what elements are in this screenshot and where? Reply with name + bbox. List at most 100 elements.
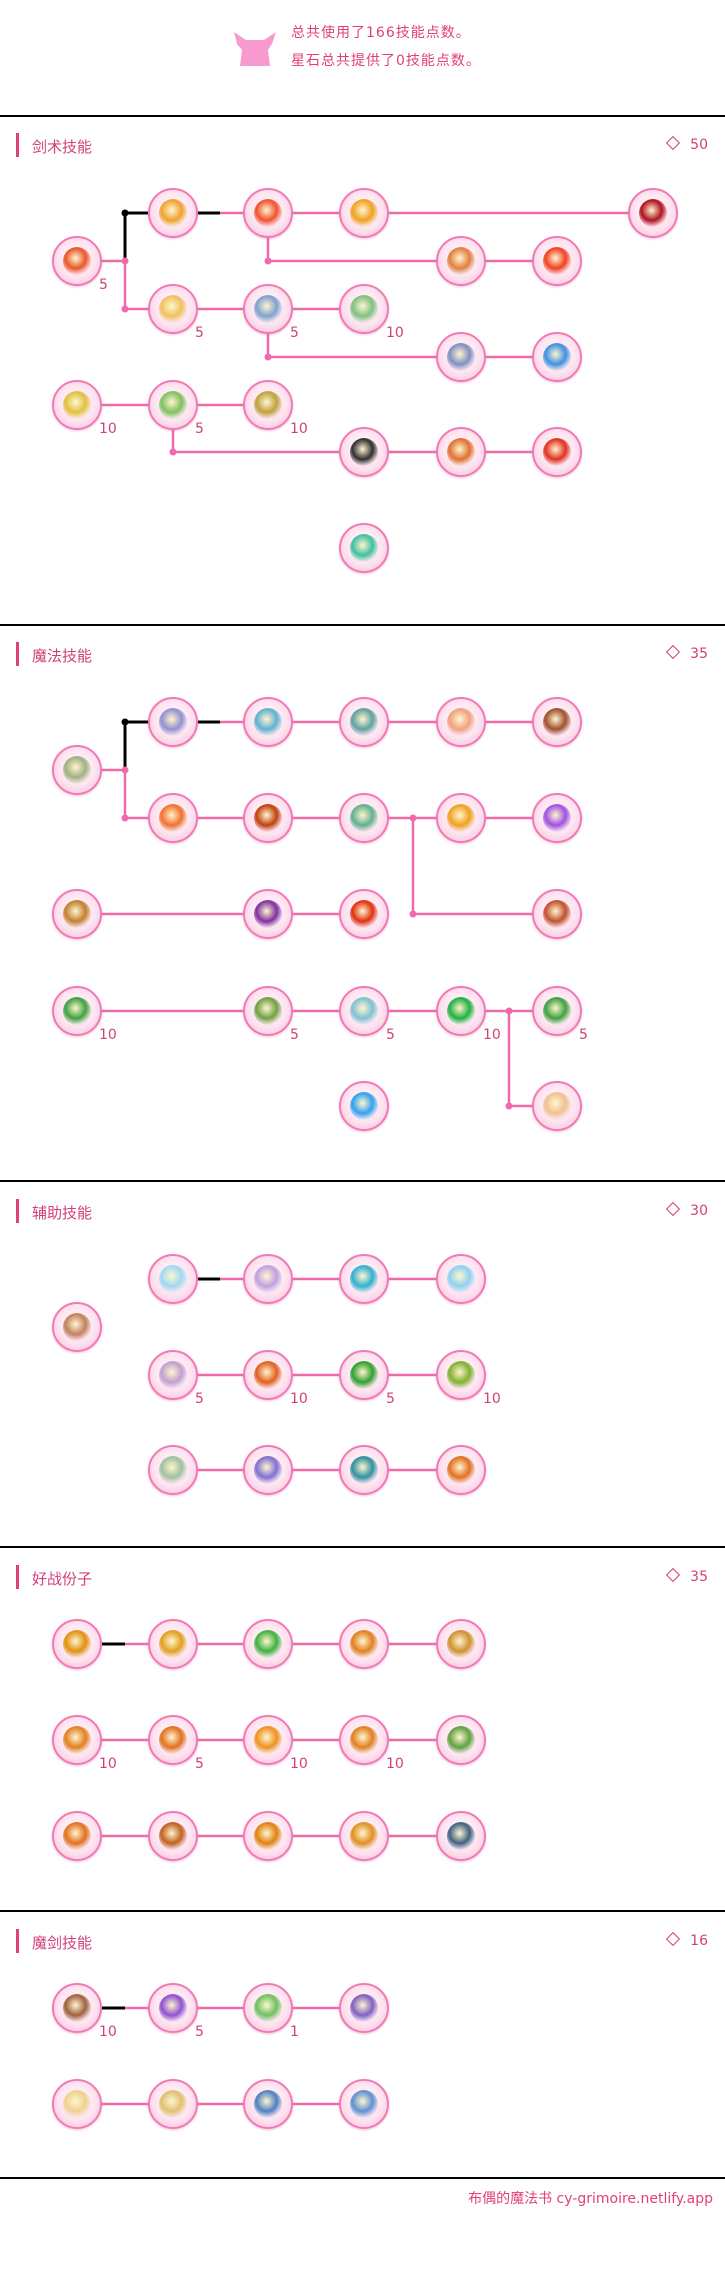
connector-junction — [121, 209, 129, 217]
skill-node[interactable] — [339, 697, 389, 747]
skill-node[interactable] — [532, 697, 582, 747]
skill-node[interactable] — [339, 284, 389, 334]
skill-node[interactable] — [243, 889, 293, 939]
section-title: 好战份子 — [32, 1570, 93, 1588]
skill-node[interactable] — [436, 1811, 486, 1861]
section-points-value: 35 — [690, 646, 708, 662]
connector-junction — [264, 257, 272, 265]
skill-node[interactable] — [339, 427, 389, 477]
skill-node[interactable] — [148, 1254, 198, 1304]
skill-node[interactable] — [243, 793, 293, 843]
skill-node[interactable] — [436, 793, 486, 843]
skill-level: 10 — [99, 1756, 117, 1772]
skill-node[interactable] — [436, 427, 486, 477]
skill-node[interactable] — [148, 1619, 198, 1669]
skill-node[interactable] — [339, 1350, 389, 1400]
gold-sword-burst-icon — [254, 391, 282, 419]
skill-node[interactable] — [532, 427, 582, 477]
sparkle-bubble-icon — [159, 1265, 187, 1293]
skill-node[interactable] — [436, 1254, 486, 1304]
skill-node[interactable] — [243, 1811, 293, 1861]
skill-node[interactable] — [628, 188, 678, 238]
warrior-figures-icon — [447, 1822, 475, 1850]
skill-node[interactable] — [148, 380, 198, 430]
skill-node[interactable] — [148, 284, 198, 334]
skill-node[interactable] — [243, 1619, 293, 1669]
gold-blade-icon — [159, 1726, 187, 1754]
skill-node[interactable] — [339, 1445, 389, 1495]
skill-node[interactable] — [339, 1715, 389, 1765]
skill-node[interactable] — [148, 1715, 198, 1765]
fire-crystals-icon — [254, 1361, 282, 1389]
arc-strike-icon — [447, 343, 475, 371]
skill-node[interactable] — [243, 986, 293, 1036]
skill-node[interactable] — [243, 284, 293, 334]
skill-node[interactable] — [532, 1081, 582, 1131]
skill-node[interactable] — [339, 523, 389, 573]
skill-node[interactable] — [148, 697, 198, 747]
skill-level: 5 — [99, 277, 108, 293]
skill-node[interactable] — [52, 1619, 102, 1669]
skill-node[interactable] — [436, 1445, 486, 1495]
skill-node[interactable] — [339, 1811, 389, 1861]
skill-node[interactable] — [243, 2079, 293, 2129]
skill-node[interactable] — [52, 745, 102, 795]
section-accent-bar — [16, 1199, 19, 1223]
skill-node[interactable] — [436, 236, 486, 286]
skill-node[interactable] — [52, 1302, 102, 1352]
diamond-icon — [666, 1567, 681, 1583]
skill-node[interactable] — [148, 1445, 198, 1495]
skill-node[interactable] — [436, 1715, 486, 1765]
footer-credit[interactable]: 布偶的魔法书 cy-grimoire.netlify.app — [468, 2191, 713, 2207]
skill-node[interactable] — [148, 1983, 198, 2033]
ice-sparkle-icon — [447, 1265, 475, 1293]
skill-node[interactable] — [52, 986, 102, 1036]
skill-node[interactable] — [532, 793, 582, 843]
skill-node[interactable] — [243, 380, 293, 430]
skill-node[interactable] — [339, 1983, 389, 2033]
skill-node[interactable] — [243, 1983, 293, 2033]
skill-node[interactable] — [339, 793, 389, 843]
skill-node[interactable] — [339, 889, 389, 939]
connector-junction — [264, 353, 272, 361]
skill-node[interactable] — [148, 1811, 198, 1861]
green-hourglass-icon — [159, 1456, 187, 1484]
skill-node[interactable] — [339, 986, 389, 1036]
skill-node[interactable] — [52, 1983, 102, 2033]
skill-node[interactable] — [339, 2079, 389, 2129]
skill-node[interactable] — [148, 1350, 198, 1400]
skill-node[interactable] — [52, 1715, 102, 1765]
skill-node[interactable] — [339, 188, 389, 238]
skill-node[interactable] — [436, 332, 486, 382]
jade-slash-icon — [350, 534, 378, 562]
skill-node[interactable] — [532, 332, 582, 382]
skill-node[interactable] — [148, 188, 198, 238]
skill-node[interactable] — [243, 1350, 293, 1400]
skill-node[interactable] — [243, 697, 293, 747]
skill-node[interactable] — [436, 697, 486, 747]
skill-node[interactable] — [52, 380, 102, 430]
skill-node[interactable] — [339, 1619, 389, 1669]
skill-node[interactable] — [436, 1619, 486, 1669]
skill-node[interactable] — [532, 986, 582, 1036]
skill-node[interactable] — [532, 889, 582, 939]
skill-node[interactable] — [148, 2079, 198, 2129]
skill-node[interactable] — [243, 1254, 293, 1304]
section-title: 魔剑技能 — [32, 1934, 93, 1952]
section-title: 辅助技能 — [32, 1204, 93, 1222]
skill-node[interactable] — [436, 986, 486, 1036]
skill-node[interactable] — [532, 236, 582, 286]
skill-node[interactable] — [52, 1811, 102, 1861]
skill-level: 5 — [195, 2024, 204, 2040]
skill-node[interactable] — [243, 188, 293, 238]
skill-node[interactable] — [52, 236, 102, 286]
skill-node[interactable] — [52, 889, 102, 939]
section-points: 30 — [666, 1201, 708, 1219]
skill-node[interactable] — [52, 2079, 102, 2129]
skill-node[interactable] — [243, 1715, 293, 1765]
skill-node[interactable] — [339, 1081, 389, 1131]
skill-node[interactable] — [339, 1254, 389, 1304]
skill-node[interactable] — [243, 1445, 293, 1495]
skill-node[interactable] — [436, 1350, 486, 1400]
skill-node[interactable] — [148, 793, 198, 843]
